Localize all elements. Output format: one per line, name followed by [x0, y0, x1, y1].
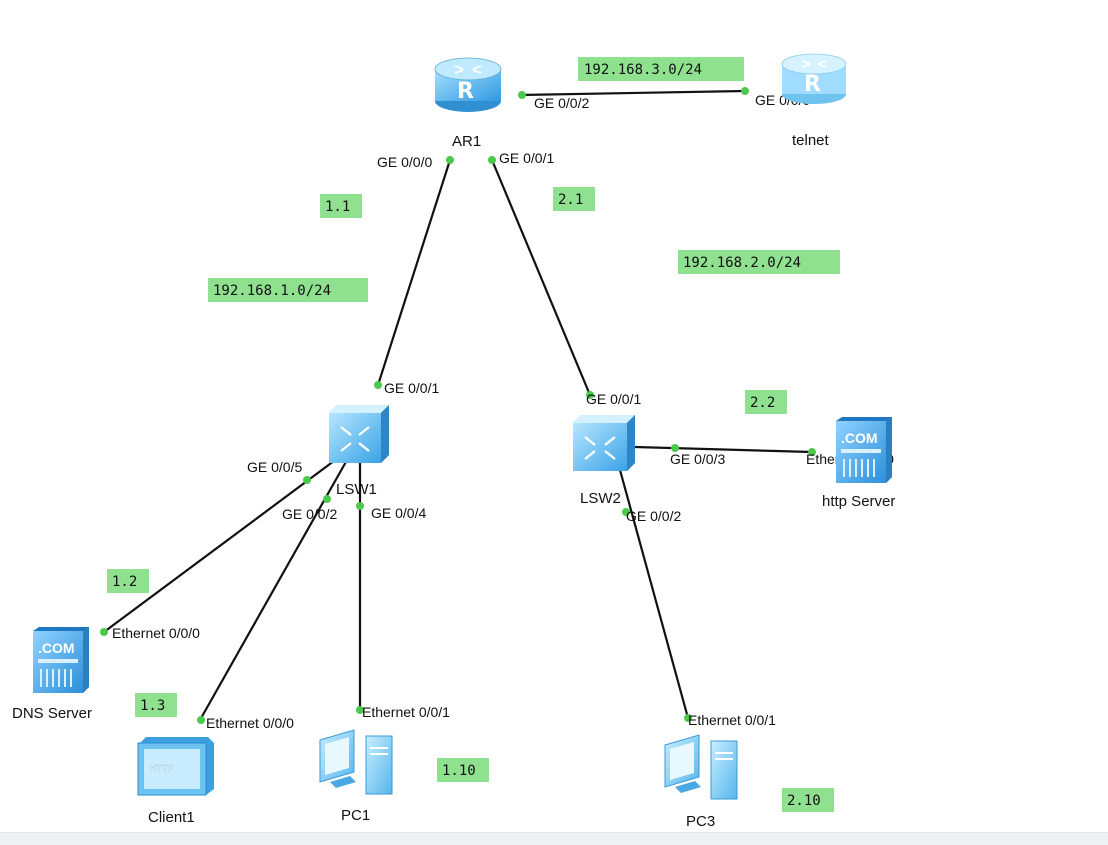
- device-pc3[interactable]: PC3: [664, 734, 738, 830]
- port-dot[interactable]: [741, 87, 749, 95]
- device-label-dns-server: DNS Server: [12, 705, 92, 722]
- port-label-client1-eth000: Ethernet 0/0/0: [206, 715, 294, 731]
- pc-icon: [319, 729, 393, 795]
- note-ip-2-2[interactable]: 2.2: [745, 390, 787, 414]
- links: [103, 89, 813, 721]
- link-lsw1-dns[interactable]: [103, 454, 343, 633]
- port-dot[interactable]: [323, 495, 331, 503]
- switch-icon: [573, 415, 635, 471]
- pc-icon: [664, 734, 738, 800]
- port-label-lsw1-ge001: GE 0/0/1: [384, 380, 439, 396]
- link-ar1-lsw1[interactable]: [376, 159, 452, 386]
- svg-text:1.2: 1.2: [112, 574, 137, 590]
- note-ip-2-10[interactable]: 2.10: [782, 788, 834, 812]
- device-label-ar1: AR1: [452, 133, 481, 150]
- device-lsw1[interactable]: LSW1: [329, 405, 389, 498]
- bottom-scroll-bar[interactable]: [0, 832, 1108, 845]
- client-icon: HTTP: [137, 737, 214, 796]
- port-label-ar1-ge001: GE 0/0/1: [499, 150, 554, 166]
- svg-text:.COM: .COM: [841, 430, 878, 446]
- device-ar1[interactable]: R AR1: [434, 57, 502, 150]
- link-ar1-telnet[interactable]: [519, 89, 746, 97]
- port-dots: [100, 87, 816, 724]
- port-label-lsw2-ge003: GE 0/0/3: [670, 451, 725, 467]
- port-label-lsw1-ge004: GE 0/0/4: [371, 505, 426, 521]
- port-dot[interactable]: [586, 391, 594, 399]
- router-icon: R: [434, 57, 502, 112]
- device-pc1[interactable]: PC1: [319, 729, 393, 824]
- device-lsw2[interactable]: LSW2: [573, 415, 635, 507]
- note-net3[interactable]: 192.168.3.0/24: [578, 57, 744, 81]
- notes: 192.168.3.0/24 1.1 2.1 192.168.2.0/24 19…: [107, 57, 840, 812]
- link-lsw1-client1[interactable]: [199, 459, 348, 721]
- device-label-client1: Client1: [148, 809, 195, 826]
- note-ip-1-3[interactable]: 1.3: [135, 693, 177, 717]
- port-label-pc1-eth001: Ethernet 0/0/1: [362, 704, 450, 720]
- port-dot[interactable]: [100, 628, 108, 636]
- port-dot[interactable]: [808, 448, 816, 456]
- svg-text:R: R: [457, 79, 474, 104]
- device-label-pc1: PC1: [341, 807, 370, 824]
- link-lsw2-pc3[interactable]: [618, 469, 690, 719]
- device-dns-server[interactable]: .COM DNS Server: [12, 627, 92, 722]
- note-ip-1-2[interactable]: 1.2: [107, 569, 149, 593]
- svg-text:192.168.1.0/24: 192.168.1.0/24: [213, 283, 331, 299]
- port-label-lsw2-ge001: GE 0/0/1: [586, 391, 641, 407]
- port-dot[interactable]: [671, 444, 679, 452]
- port-dot[interactable]: [197, 716, 205, 724]
- port-dot[interactable]: [303, 476, 311, 484]
- port-dot[interactable]: [374, 381, 382, 389]
- svg-text:2.2: 2.2: [750, 395, 775, 411]
- server-icon: .COM: [33, 627, 89, 693]
- device-telnet[interactable]: R telnet: [781, 53, 847, 149]
- port-label-ar1-ge000: GE 0/0/0: [377, 154, 432, 170]
- port-dot[interactable]: [446, 156, 454, 164]
- port-dot[interactable]: [518, 91, 526, 99]
- device-label-lsw1: LSW1: [336, 481, 377, 498]
- port-dot[interactable]: [488, 156, 496, 164]
- port-dot[interactable]: [622, 508, 630, 516]
- svg-text:2.10: 2.10: [787, 793, 821, 809]
- note-net2[interactable]: 192.168.2.0/24: [678, 250, 840, 274]
- svg-text:HTTP: HTTP: [150, 764, 174, 775]
- svg-text:R: R: [804, 72, 821, 97]
- svg-text:192.168.2.0/24: 192.168.2.0/24: [683, 255, 801, 271]
- device-http-server[interactable]: .COM http Server: [822, 417, 895, 510]
- device-client1[interactable]: HTTP Client1: [137, 737, 214, 826]
- device-label-telnet: telnet: [792, 132, 830, 149]
- port-label-ar1-ge002: GE 0/0/2: [534, 95, 589, 111]
- svg-text:.COM: .COM: [38, 640, 75, 656]
- note-net1[interactable]: 192.168.1.0/24: [208, 278, 368, 302]
- port-label-lsw1-ge002: GE 0/0/2: [282, 506, 337, 522]
- link-ar1-lsw2[interactable]: [490, 159, 592, 396]
- switch-icon: [329, 405, 389, 463]
- note-ip-1-1[interactable]: 1.1: [320, 194, 362, 218]
- port-label-lsw2-ge002: GE 0/0/2: [626, 508, 681, 524]
- svg-text:1.3: 1.3: [140, 698, 165, 714]
- device-label-lsw2: LSW2: [580, 490, 621, 507]
- svg-text:2.1: 2.1: [558, 192, 583, 208]
- device-label-http-server: http Server: [822, 493, 895, 510]
- link-lsw2-http[interactable]: [633, 445, 813, 454]
- port-dot[interactable]: [684, 714, 692, 722]
- port-label-pc3-eth001: Ethernet 0/0/1: [688, 712, 776, 728]
- svg-text:192.168.3.0/24: 192.168.3.0/24: [584, 62, 702, 78]
- note-ip-2-1[interactable]: 2.1: [553, 187, 595, 211]
- device-label-pc3: PC3: [686, 813, 715, 830]
- router-icon: R: [781, 53, 847, 104]
- port-label-lsw1-ge005: GE 0/0/5: [247, 459, 302, 475]
- note-ip-1-10[interactable]: 1.10: [437, 758, 489, 782]
- server-icon: .COM: [836, 417, 892, 483]
- svg-text:1.1: 1.1: [325, 199, 350, 215]
- svg-text:1.10: 1.10: [442, 763, 476, 779]
- port-label-dns-eth000: Ethernet 0/0/0: [112, 625, 200, 641]
- port-dot[interactable]: [356, 502, 364, 510]
- port-labels: GE 0/0/2 GE 0/0/0 GE 0/0/0 GE 0/0/1 GE 0…: [112, 92, 894, 731]
- port-dot[interactable]: [356, 706, 364, 714]
